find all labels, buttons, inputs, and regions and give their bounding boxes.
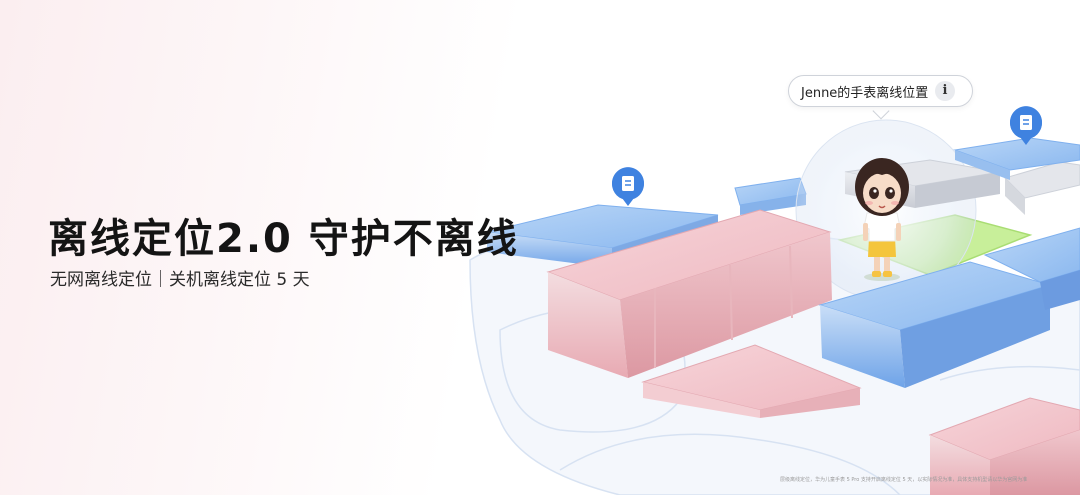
pink-building-main (546, 209, 832, 378)
document-pin-icon (1010, 106, 1042, 145)
blue-building-top-right (953, 137, 1080, 180)
document-pin-icon (612, 167, 644, 206)
pink-building-bottom-right (928, 397, 1080, 495)
info-icon[interactable]: i (935, 81, 955, 101)
pink-building-wing (641, 344, 862, 418)
disclaimer-text: 层级离线定位，华为儿童手表 5 Pro 支持开启离线定位 5 天，以实际情况为准… (780, 477, 1028, 483)
child-character (855, 158, 909, 281)
headline: 离线定位2.0 守护不离线 (48, 216, 519, 262)
subheadline: 无网离线定位｜关机离线定位 5 天 (50, 270, 310, 290)
location-bubble[interactable]: Jenne的手表离线位置 i (788, 75, 973, 107)
blue-building-right (818, 227, 1080, 388)
location-bubble-label: Jenne的手表离线位置 (801, 85, 929, 101)
